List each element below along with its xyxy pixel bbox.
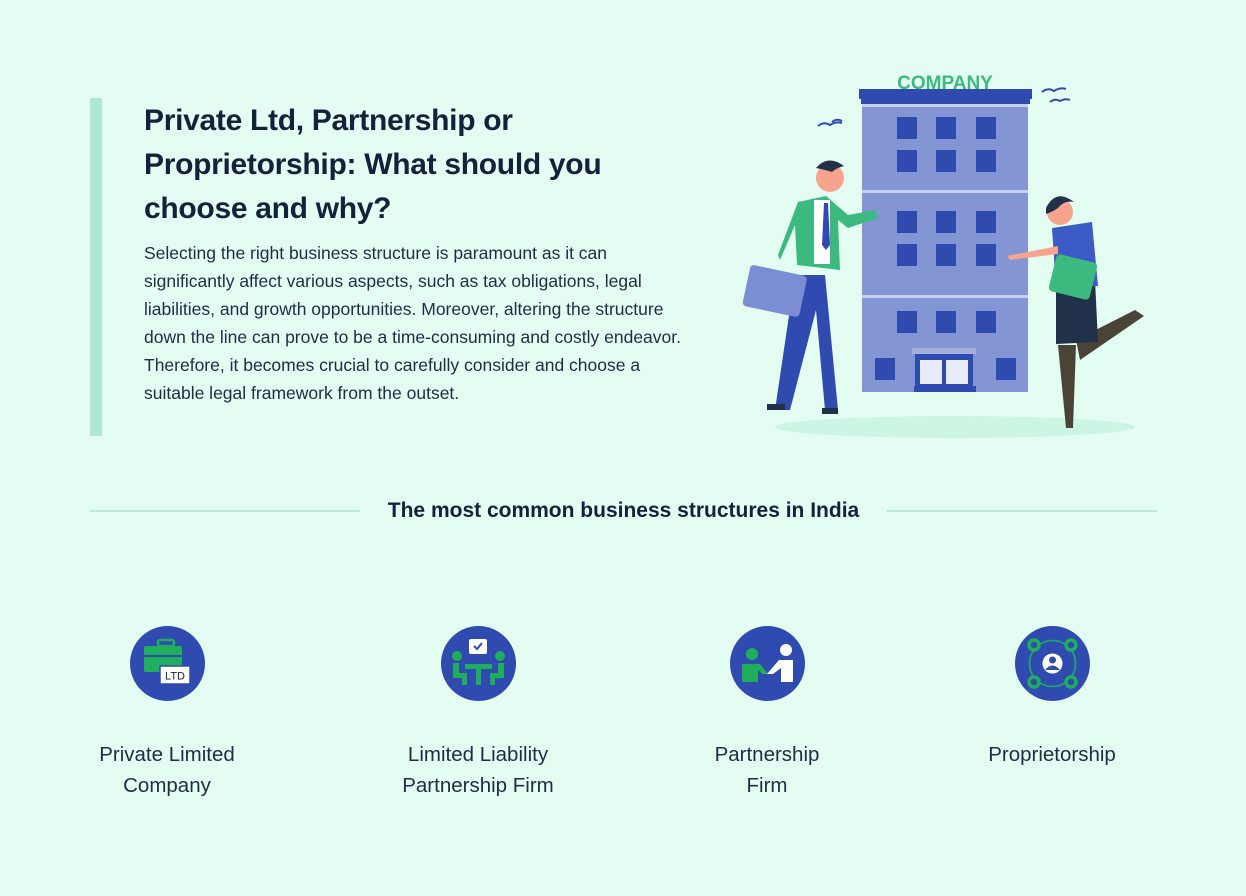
divider-line-right <box>887 510 1157 512</box>
page-title: Private Ltd, Partnership or Proprietorsh… <box>144 104 602 225</box>
briefcase-ltd-icon: LTD <box>129 626 205 701</box>
structure-label: Proprietorship <box>988 743 1116 766</box>
section-title: The most common business structures in I… <box>387 499 860 522</box>
businesswoman <box>1007 196 1144 428</box>
svg-text:COMPANY: COMPANY <box>897 73 993 94</box>
divider-line-left <box>90 510 360 512</box>
structure-label: Partnership Firm <box>714 743 820 797</box>
building <box>859 89 1032 392</box>
section-divider: The most common business structures in I… <box>90 492 1157 530</box>
accent-bar <box>90 98 102 436</box>
structure-card-llp: Limited Liability Partnership Firm <box>368 626 588 801</box>
structure-card-partnership: Partnership Firm <box>657 626 877 801</box>
structure-label: Private Limited Company <box>99 743 235 797</box>
handshake-icon <box>729 626 805 701</box>
structure-card-proprietorship: Proprietorship <box>942 626 1162 770</box>
company-building-illustration: COMPANY <box>742 73 1144 438</box>
structure-card-private-limited: LTD Private Limited Company <box>57 626 277 801</box>
businessman <box>742 160 878 414</box>
single-owner-network-icon <box>1014 626 1090 701</box>
birds-icon <box>817 87 1071 127</box>
meeting-table-icon <box>440 626 516 701</box>
structure-label: Limited Liability Partnership Firm <box>402 743 554 797</box>
svg-text:LTD: LTD <box>165 671 185 683</box>
intro-paragraph: Selecting the right business structure i… <box>144 243 681 403</box>
